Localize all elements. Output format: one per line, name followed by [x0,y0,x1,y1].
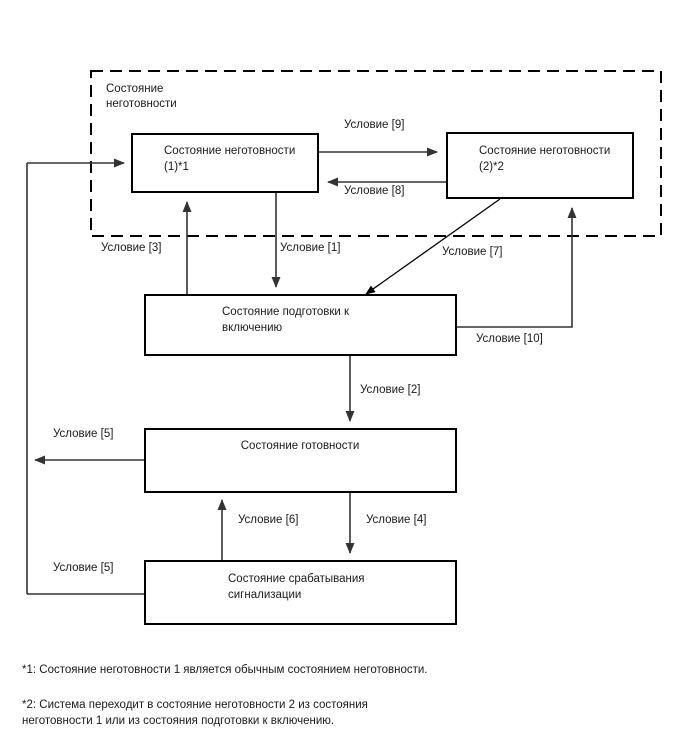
label-condition-5-lower: Условие [5] [53,562,113,574]
box-preparing-line-1: Состояние подготовки к [222,306,350,318]
box-preparing: Состояние подготовки к включению [144,294,457,356]
label-condition-3: Условие [3] [101,242,161,254]
box-not-ready-2-line-2: (2)*2 [479,161,504,173]
label-condition-9: Условие [9] [344,119,404,131]
box-not-ready-2-label: Состояние неготовности (2)*2 [479,145,613,173]
box-not-ready-1-line-1: Состояние неготовности [164,145,295,157]
group-label-line-2: неготовности [106,98,177,110]
connector-condition-7 [365,198,501,295]
box-alarm-line-1: Состояние срабатывания [228,573,365,585]
label-condition-1: Условие [1] [280,242,340,254]
label-condition-10: Условие [10] [476,333,543,345]
box-not-ready-2: Состояние неготовности (2)*2 [446,132,634,199]
box-not-ready-1-rect [131,133,319,193]
box-alarm-rect [144,560,457,625]
not-ready-group-label: Состояние неготовности [106,83,177,110]
box-not-ready-2-rect [446,132,634,199]
box-not-ready-2-line-1: Состояние неготовности [479,145,610,157]
label-condition-7: Условие [7] [442,246,502,258]
box-alarm-label: Состояние срабатывания сигнализации [228,573,368,601]
box-ready-line-1: Состояние готовности [241,440,360,452]
box-preparing-label: Состояние подготовки к включению [222,306,352,334]
box-ready: Состояние готовности [144,428,457,493]
label-condition-6: Условие [6] [238,514,298,526]
box-ready-label: Состояние готовности [241,440,360,452]
footnote-1: *1: Состояние неготовности 1 является об… [22,664,428,676]
label-condition-5-upper: Условие [5] [53,428,113,440]
box-not-ready-1-line-2: (1)*1 [164,161,189,173]
box-alarm: Состояние срабатывания сигнализации [144,560,457,625]
connector-condition-10 [456,207,577,328]
box-preparing-line-2: включению [222,322,283,334]
box-ready-rect [144,428,457,493]
box-not-ready-1: Состояние неготовности (1)*1 [131,133,319,193]
box-alarm-line-2: сигнализации [228,589,301,601]
box-not-ready-1-label: Состояние неготовности (1)*1 [164,145,298,173]
box-preparing-rect [144,294,457,356]
label-condition-2: Условие [2] [360,384,420,396]
label-condition-4: Условие [4] [366,514,426,526]
footnote-2: *2: Система переходит в состояние негото… [22,699,368,727]
not-ready-group-boundary [90,70,662,237]
label-condition-8: Условие [8] [344,185,404,197]
group-label-line-1: Состояние [106,83,163,95]
